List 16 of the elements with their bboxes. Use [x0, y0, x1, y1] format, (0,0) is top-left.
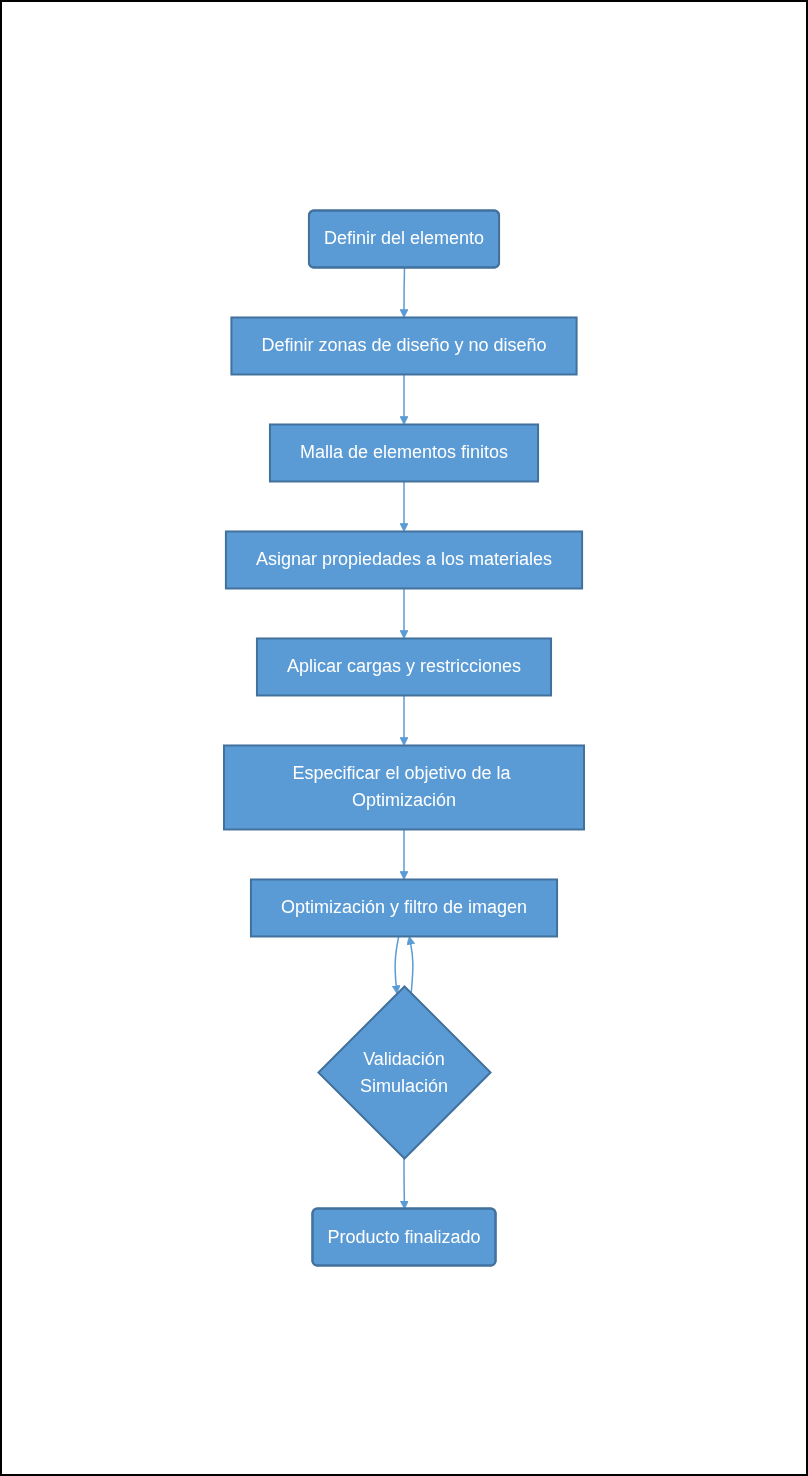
node-box: Asignar propiedades a los materiales	[224, 530, 584, 590]
node-box: Especificar el objetivo de la Optimización	[223, 744, 585, 831]
arrow	[399, 587, 409, 639]
arrow	[399, 694, 409, 746]
arrow	[399, 480, 409, 532]
node-diamond: Validación Simulación	[317, 985, 492, 1160]
arrow	[399, 373, 409, 425]
node-box: Optimización y filtro de imagen	[249, 878, 559, 938]
arrow	[399, 1157, 409, 1210]
arrow	[399, 828, 409, 880]
node-box: Definir zonas de diseño y no diseño	[230, 316, 578, 376]
node-box: Malla de elementos finitos	[268, 423, 540, 483]
arrow	[399, 267, 409, 318]
arrow	[391, 935, 401, 994]
node-box: Aplicar cargas y restricciones	[255, 637, 553, 697]
arrow	[406, 936, 416, 995]
